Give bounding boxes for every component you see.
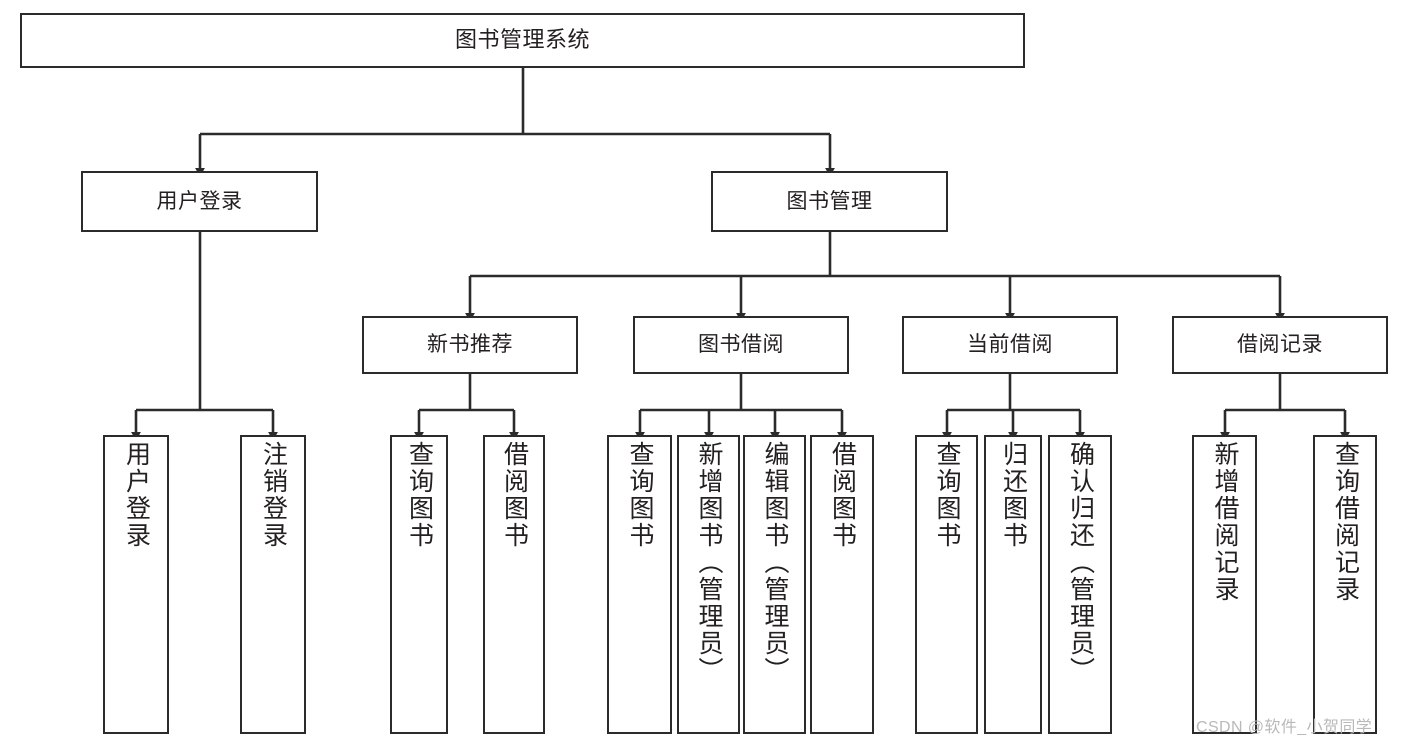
node-label: 新增借阅记录 (1211, 441, 1239, 603)
node-leaf-rec-query[interactable]: 查询借阅记录 (1313, 435, 1377, 734)
node-label: 图书借阅 (698, 333, 784, 357)
node-login[interactable]: 用户登录 (81, 171, 318, 232)
watermark-text: CSDN @软件_小贺同学 (1196, 719, 1373, 736)
node-leaf-borrow-edit[interactable]: 编辑图书（管理员） (743, 435, 806, 734)
node-record[interactable]: 借阅记录 (1172, 316, 1388, 374)
node-newbook[interactable]: 新书推荐 (362, 316, 578, 374)
node-label: 借阅图书 (500, 441, 529, 549)
node-leaf-user-logout[interactable]: 注销登录 (240, 435, 306, 734)
node-label: 归还图书 (999, 441, 1028, 549)
node-leaf-borrow-do[interactable]: 借阅图书 (810, 435, 874, 734)
node-label: 新书推荐 (427, 333, 513, 357)
node-label: 查询图书 (405, 441, 434, 549)
node-leaf-borrow-add[interactable]: 新增图书（管理员） (677, 435, 740, 734)
node-label: 新增图书（管理员） (695, 441, 723, 684)
node-borrow[interactable]: 图书借阅 (633, 316, 849, 374)
node-leaf-borrow-query[interactable]: 查询图书 (607, 435, 672, 734)
node-leaf-rec-add[interactable]: 新增借阅记录 (1192, 435, 1257, 734)
node-leaf-new-query[interactable]: 查询图书 (390, 435, 448, 734)
node-label: 确认归还（管理员） (1066, 441, 1095, 684)
node-root[interactable]: 图书管理系统 (20, 13, 1025, 68)
node-label: 用户登录 (156, 189, 243, 213)
node-label: 当前借阅 (967, 333, 1053, 357)
node-label: 借阅图书 (828, 441, 857, 549)
node-leaf-cur-return[interactable]: 归还图书 (984, 435, 1042, 734)
node-leaf-user-login[interactable]: 用户登录 (103, 435, 169, 734)
node-label: 图书管理系统 (454, 27, 590, 53)
node-label: 查询借阅记录 (1331, 441, 1360, 603)
node-label: 注销登录 (259, 441, 288, 549)
node-label: 图书管理 (786, 189, 873, 213)
node-label: 查询图书 (626, 441, 654, 549)
node-leaf-new-borrow[interactable]: 借阅图书 (483, 435, 545, 734)
node-bookmgmt[interactable]: 图书管理 (711, 171, 948, 232)
node-label: 用户登录 (122, 441, 151, 549)
node-label: 借阅记录 (1237, 333, 1323, 357)
node-label: 查询图书 (933, 441, 961, 549)
node-leaf-cur-confirm[interactable]: 确认归还（管理员） (1048, 435, 1112, 734)
node-label: 编辑图书（管理员） (761, 441, 789, 684)
node-leaf-cur-query[interactable]: 查询图书 (915, 435, 978, 734)
node-current[interactable]: 当前借阅 (902, 316, 1118, 374)
